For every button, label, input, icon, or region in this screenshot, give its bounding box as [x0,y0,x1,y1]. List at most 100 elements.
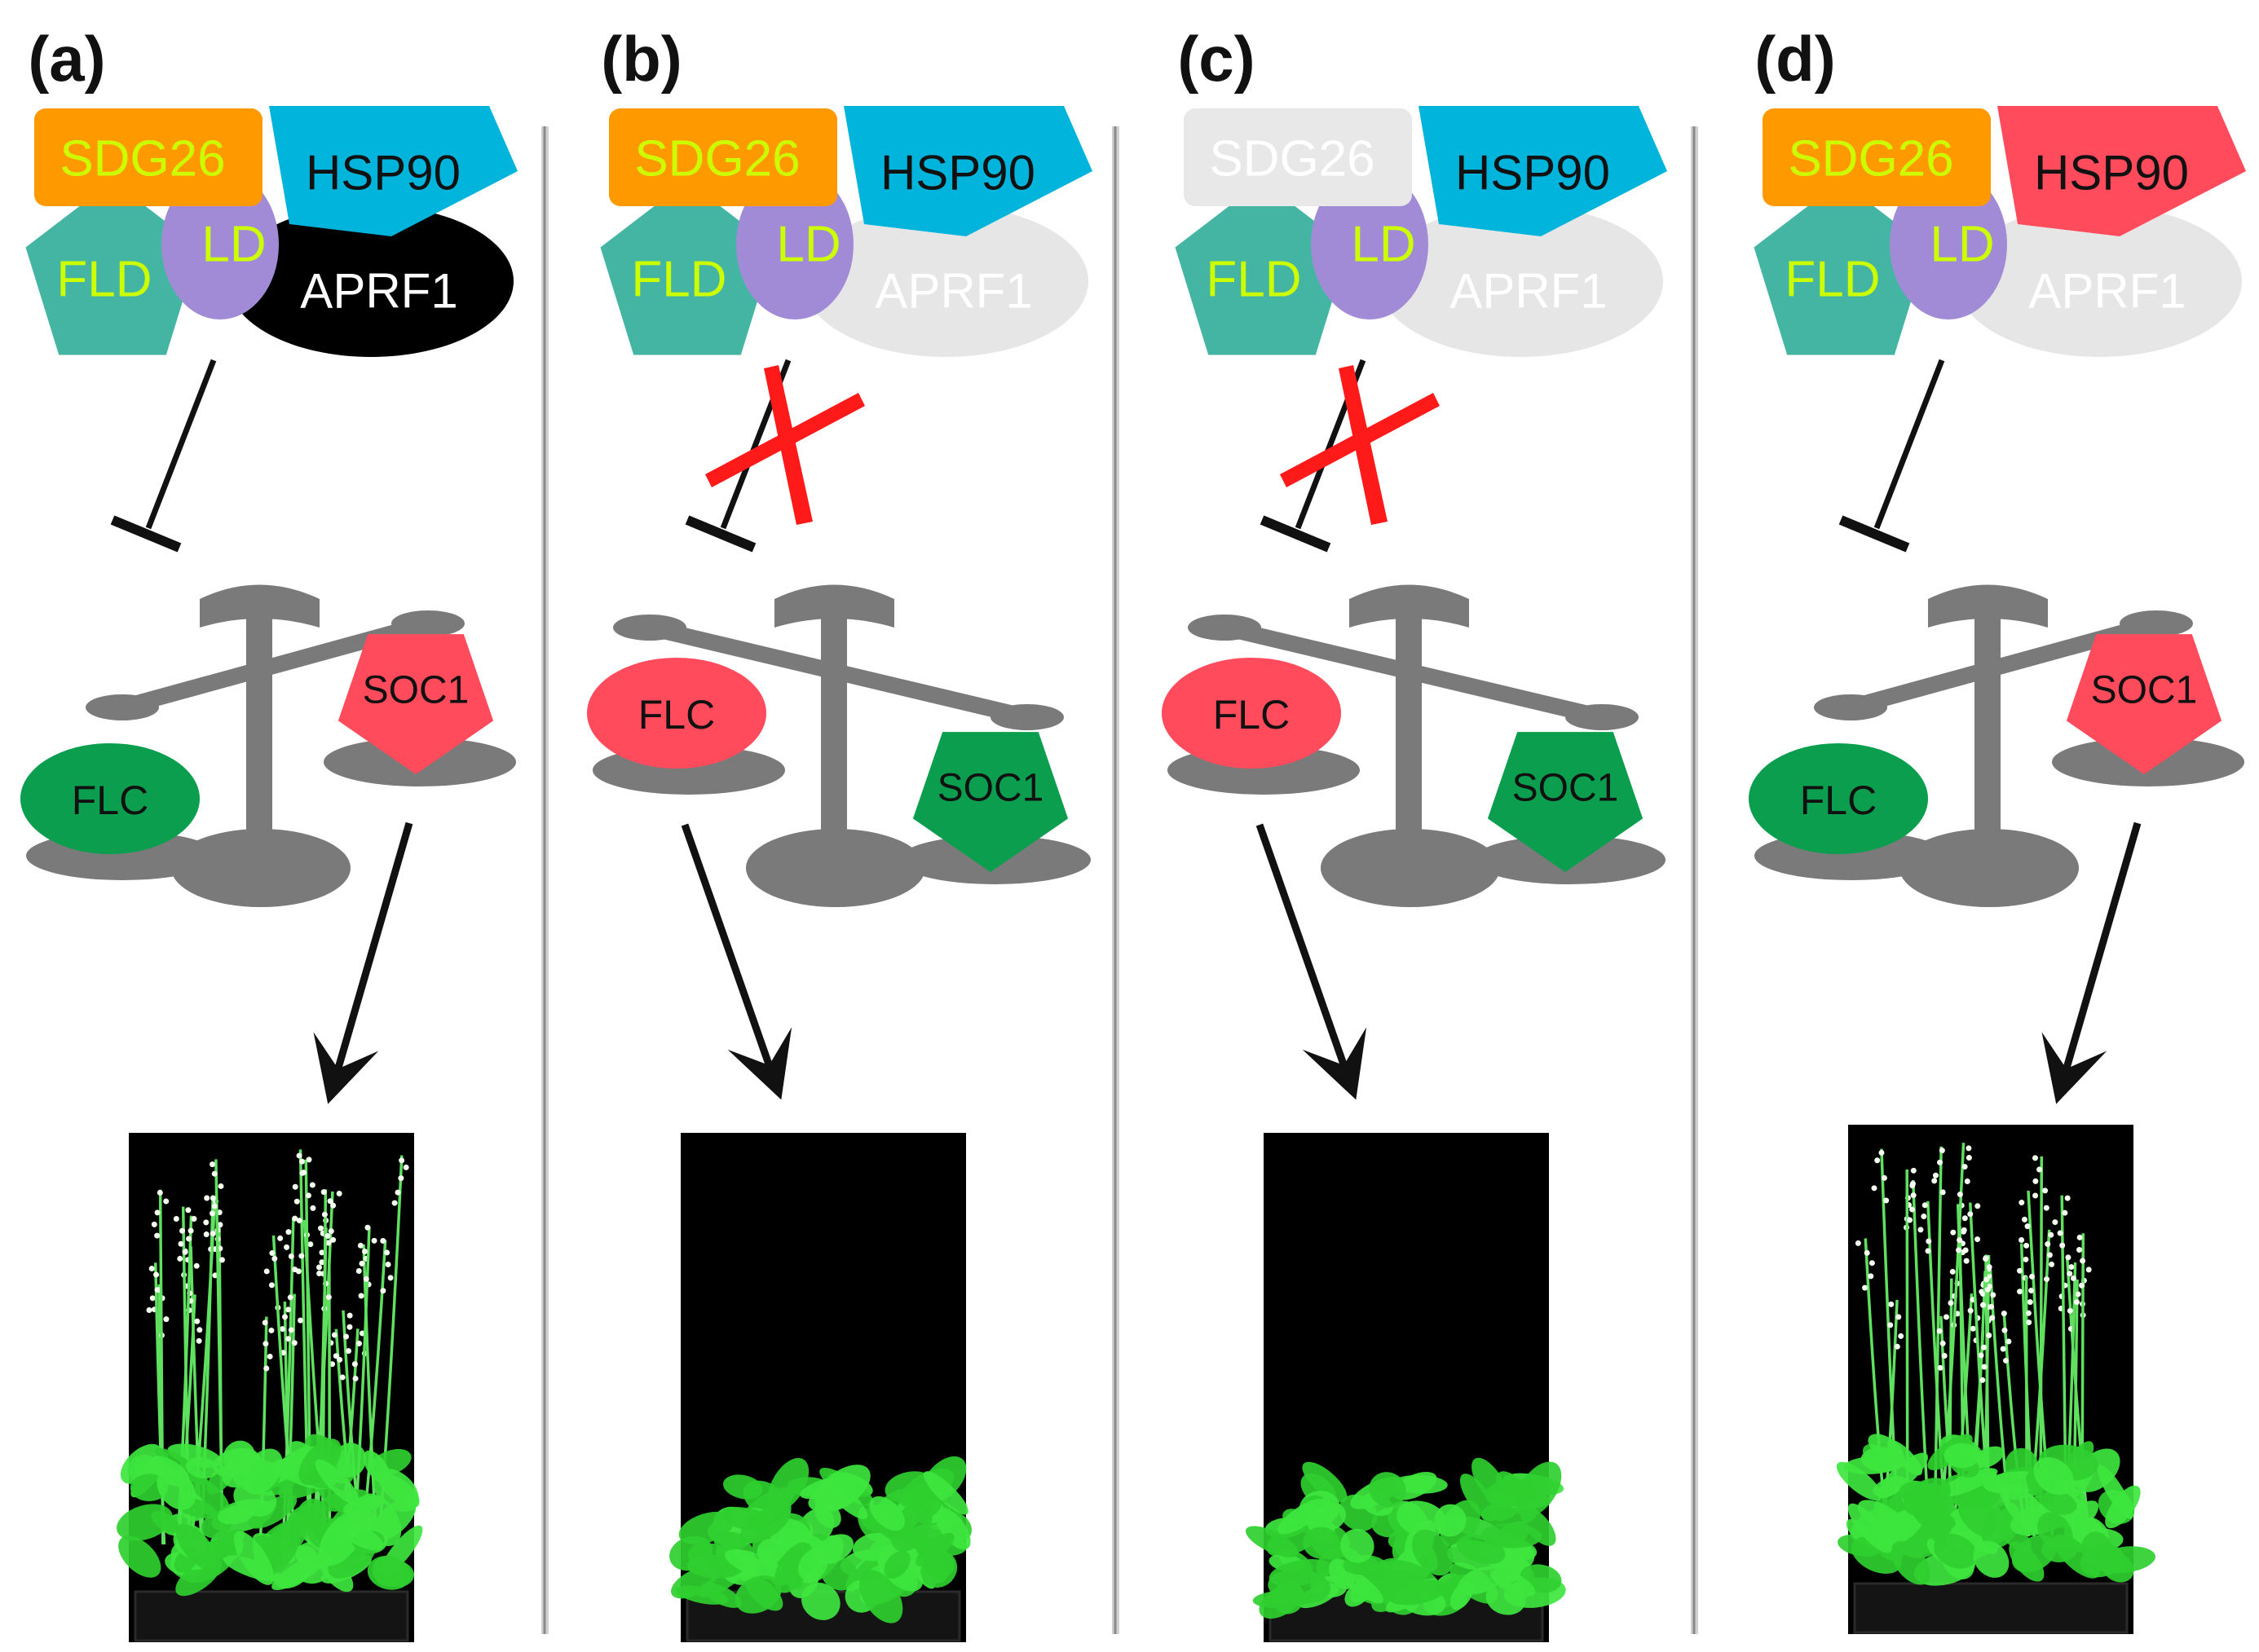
blocked-x-icon [705,365,865,525]
flower-bud [2000,1346,2006,1352]
rosette-leaf [1339,1528,1374,1563]
arrow-shaft [2054,822,2142,1098]
flower-bud [1939,1189,1946,1196]
plant-pot [1853,1582,2129,1634]
flower-bud [173,1216,179,1222]
rosette-leaf [1459,1474,1497,1522]
flower-bud [177,1255,183,1262]
flower-bud [325,1240,332,1246]
flower-bud [331,1332,338,1338]
flower-bud [2001,1311,2007,1317]
hsp90-label: HSP90 [2034,146,2189,200]
beam-end-left [86,694,159,720]
flower-bud [325,1294,332,1301]
flower-bud [1868,1273,1874,1280]
flower-bud [2032,1178,2039,1184]
ld-shape [1890,170,2007,319]
flower-bud [2068,1264,2075,1271]
flower-bud [1878,1149,1885,1156]
rosette-leaf [852,1532,898,1562]
flower-bud [1986,1332,1992,1338]
flower-bud [1894,1343,1900,1350]
flower-bud [217,1222,223,1228]
flower-bud [328,1228,334,1235]
flower-stem [176,1215,193,1545]
repression-bar [1838,515,1910,553]
aprf1-shape [803,205,1088,357]
rosette-leaf [2105,1485,2141,1529]
beam-end-left [1814,694,1887,720]
rosette-leaf [1957,1492,1996,1537]
sdg26-label: SDG26 [1788,131,1953,187]
flower-bud [196,1327,203,1333]
flower-bud [1883,1197,1890,1204]
flower-bud [1989,1315,1996,1321]
flower-bud [330,1236,337,1243]
flower-bud [210,1195,216,1201]
scale-pillar [1396,607,1422,860]
flower-bud [320,1189,327,1196]
flower-bud [301,1170,307,1176]
flower-bud [179,1227,186,1234]
flower-bud [1881,1174,1887,1181]
flower-bud [2067,1271,2073,1277]
hsp90-shape [844,106,1092,236]
flc-label: FLC [1213,692,1290,738]
rosette-leaf [2080,1544,2124,1578]
panels: (a)APRF1HSP90FLDLDSDG26FLCSOC1(b)APRF1HS… [20,23,2246,1642]
aprf1-shape [228,205,514,357]
flower-bud [2062,1209,2068,1216]
fld-shape [25,181,200,355]
rosette-leaf [233,1531,275,1585]
flower-bud [194,1318,201,1324]
outcome-arrow [313,822,413,1104]
rosette-leaf [337,1521,383,1551]
rosette-leaf [1970,1446,2005,1469]
divider-line-1 [543,126,546,1634]
flower-bud [263,1268,270,1275]
rosette-leaf [1944,1443,1980,1469]
rosette-leaf [1857,1500,1908,1535]
flc-shape [587,658,766,769]
rosette-leaf [1921,1511,1956,1531]
flower-bud [2023,1242,2030,1249]
rosette-leaf [884,1550,911,1579]
rosette-leaf [1272,1580,1304,1615]
flower-bud [296,1152,302,1159]
hsp90-shape [1997,106,2246,236]
sdg26-label: SDG26 [634,131,800,187]
flower-bud [1957,1192,1963,1198]
flower-bud [2016,1267,2023,1274]
aprf1-label: APRF1 [875,264,1032,319]
flower-bud [399,1157,405,1164]
arrow-head-icon [2041,1032,2107,1104]
sdg26-shape [1763,108,1991,206]
flower-bud [359,1260,365,1267]
flower-bud [271,1255,278,1262]
flower-bud [1943,1314,1949,1320]
scale-top [774,584,894,628]
flower-bud [2005,1338,2012,1345]
blocked-x-icon [1280,365,1440,525]
repression-line [145,359,217,530]
flower-bud [387,1275,394,1281]
flower-bud [1910,1192,1917,1199]
rosette-leaf [669,1535,713,1571]
blocked-repression [1260,359,1440,553]
flower-bud [2001,1327,2008,1333]
flower-bud [1981,1363,1988,1370]
flower-bud [324,1233,331,1240]
rosette-leaf [1388,1579,1448,1606]
divider-line-3 [1692,126,1696,1634]
flower-bud [2067,1307,2073,1314]
arrow-head-icon [727,1027,792,1100]
sdg26-label: SDG26 [60,131,225,187]
flower-bud [1855,1240,1861,1246]
flc-label: FLC [638,692,715,738]
flower-bud [398,1175,404,1182]
flower-bud [293,1198,300,1205]
flower-bud [1932,1172,1939,1178]
rosette-leaf [363,1450,390,1484]
scale-base [746,829,925,907]
